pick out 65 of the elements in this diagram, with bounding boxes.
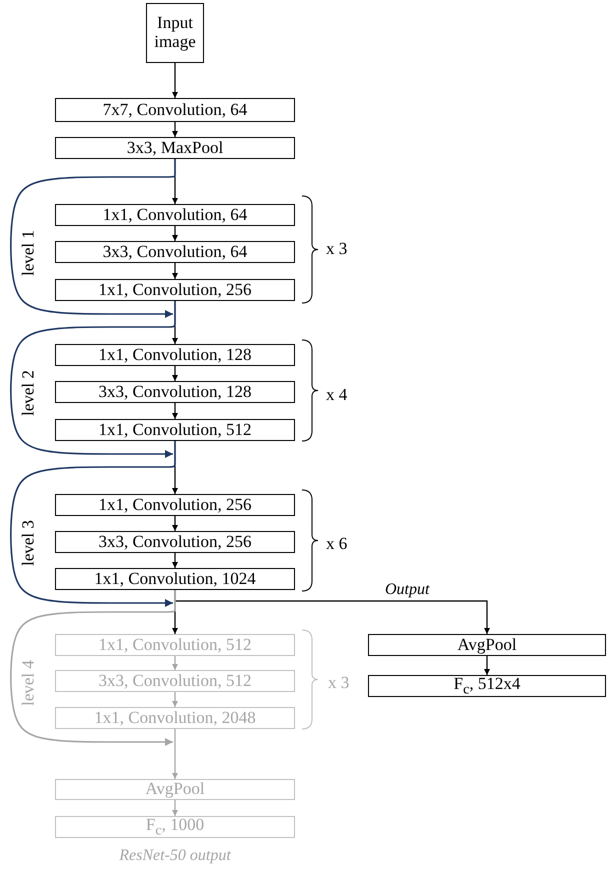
layer-box	[55, 816, 295, 838]
layer-box	[55, 381, 295, 403]
layer-box	[55, 531, 295, 553]
repeat-count: x 3	[328, 674, 350, 691]
layer-label: 1x1, Convolution, 64	[102, 206, 248, 224]
layer-box	[55, 568, 295, 590]
layer-label: 3x3, Convolution, 128	[98, 382, 252, 402]
skip-connection-arrow	[10, 301, 176, 458]
layer-box	[368, 634, 606, 656]
layer-label: 1x1, Convolution, 512	[98, 420, 252, 440]
layer-label: F$_{c}$, 512x4	[454, 674, 520, 698]
arrow	[172, 656, 178, 670]
layer-label: 1x1, Convolution, 2048	[94, 708, 256, 728]
arrow	[172, 516, 178, 531]
layer-box	[55, 419, 295, 441]
level-label: level 3	[20, 520, 36, 566]
arrow	[172, 226, 178, 241]
layer-box	[368, 675, 606, 697]
layer-box	[55, 98, 295, 122]
arrow	[172, 63, 178, 98]
repeat-count: x 6	[326, 535, 348, 552]
layer-label: F$_{c}$, 1000	[146, 816, 204, 838]
repeat-count: x 4	[326, 386, 348, 403]
arrow	[172, 366, 178, 381]
layer-label: AvgPool	[145, 780, 205, 799]
layer-box	[55, 670, 295, 692]
layer-label: Input image	[153, 14, 197, 52]
layer-box	[55, 241, 295, 263]
layer-label: 1x1, Convolution, 256	[98, 496, 252, 514]
layer-box	[55, 279, 295, 301]
layer-box	[55, 707, 295, 729]
arrow	[484, 656, 490, 675]
level-label: level 4	[20, 660, 36, 706]
arrow	[172, 692, 178, 707]
layer-label: 3x3, Convolution, 512	[98, 672, 252, 690]
layer-label: 3x3, Convolution, 64	[102, 242, 248, 262]
repeat-count: x 3	[326, 240, 348, 257]
layer-label: 3x3, Convolution, 256	[98, 532, 252, 552]
layer-box	[55, 137, 295, 159]
level-label: level 1	[20, 230, 36, 276]
layer-label: 1x1, Convolution, 256	[98, 280, 252, 300]
arrow	[172, 403, 178, 419]
input-box	[146, 3, 204, 63]
layer-label: 1x1, Convolution, 1024	[94, 570, 256, 588]
arrow	[172, 263, 178, 279]
level-label: level 2	[20, 370, 36, 416]
skip-connection-arrow	[10, 441, 176, 607]
arrow	[172, 729, 178, 779]
arrow	[172, 553, 178, 568]
layer-label: 3x3, MaxPool	[126, 138, 224, 158]
arrow	[172, 122, 178, 137]
layer-label: 1x1, Convolution, 512	[98, 636, 252, 654]
layer-label: AvgPool	[457, 636, 517, 654]
layer-box	[55, 634, 295, 656]
layer-label: 1x1, Convolution, 128	[98, 346, 252, 364]
layer-box	[55, 344, 295, 366]
node-label: ResNet-50 output	[119, 848, 231, 864]
edge-label: Output	[383, 582, 432, 598]
skip-connection-arrow	[10, 159, 176, 318]
skip-connection-arrow	[10, 590, 176, 746]
arrow	[172, 800, 178, 816]
layer-box	[55, 779, 295, 800]
layer-box	[55, 204, 295, 226]
layer-label: 7x7, Convolution, 64	[102, 100, 248, 120]
layer-box	[55, 494, 295, 516]
